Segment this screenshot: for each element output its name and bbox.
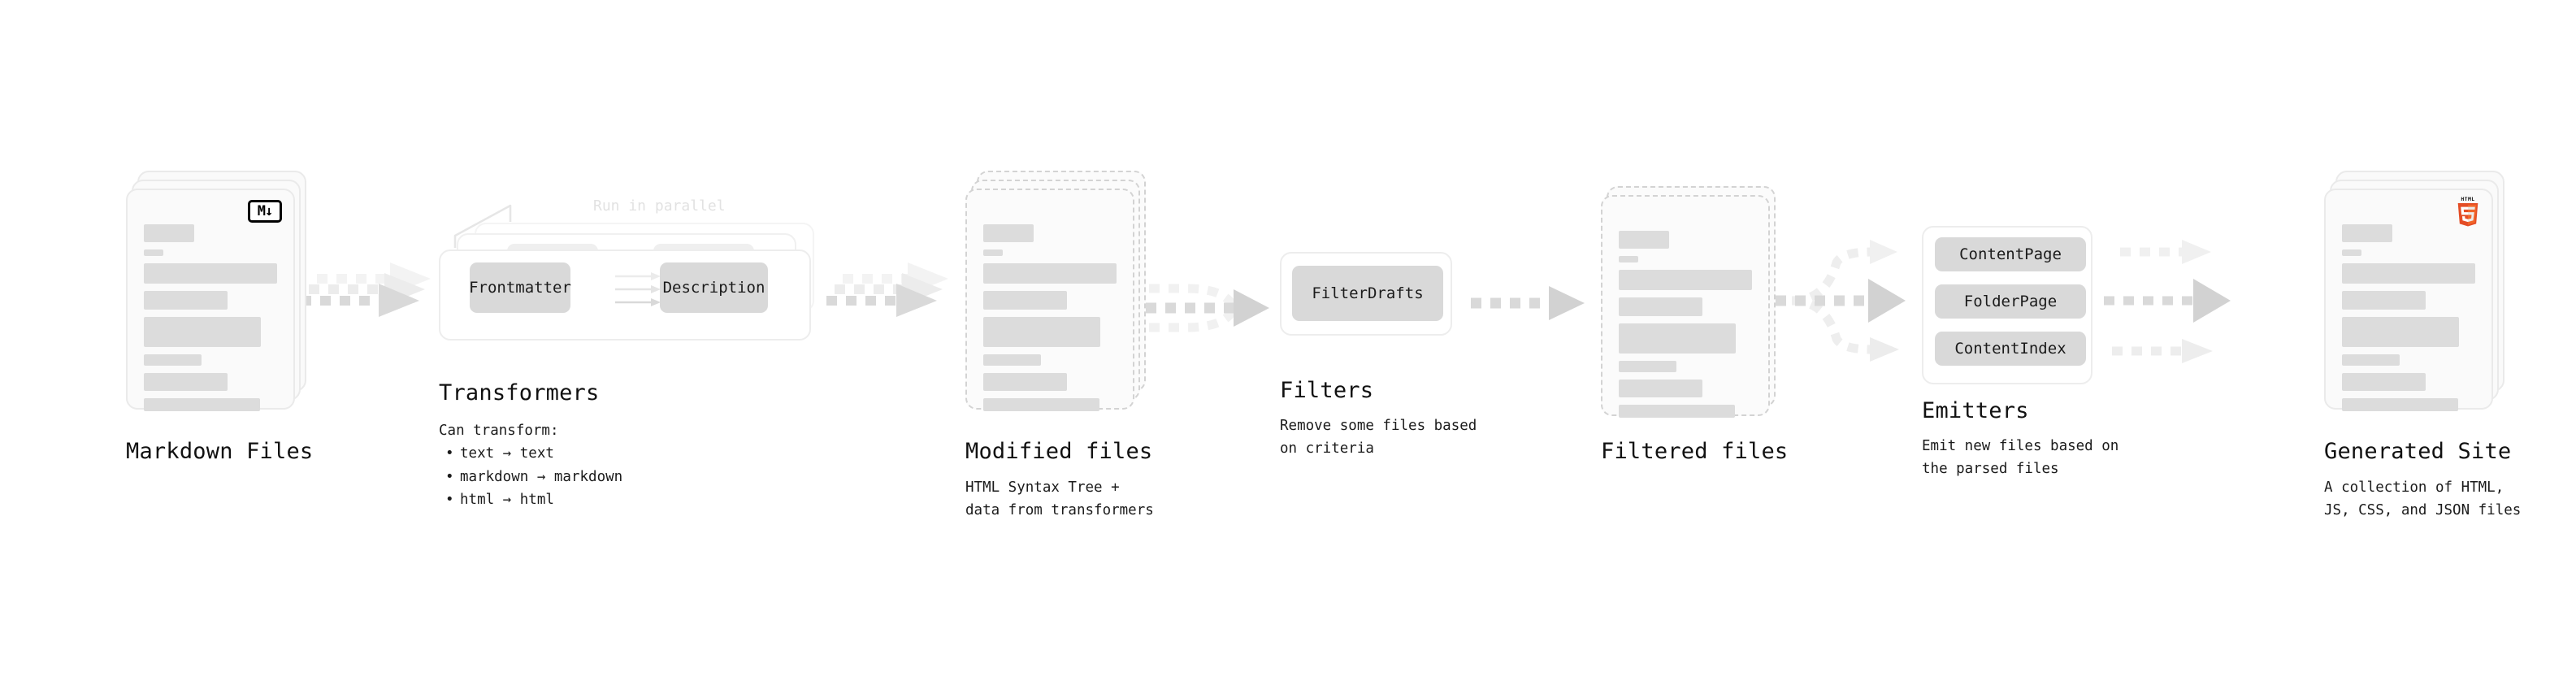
transform-list-item: text → text xyxy=(439,442,622,465)
placeholder-bar xyxy=(144,317,262,347)
transform-list-item: html → html xyxy=(439,488,622,511)
caption-lead: Can transform: xyxy=(439,423,559,439)
placeholder-bar xyxy=(144,224,194,242)
transformers-caption: Can transform: text → text markdown → ma… xyxy=(439,419,622,511)
run-in-parallel-label: Run in parallel xyxy=(593,197,726,215)
placeholder-bar xyxy=(983,249,1003,256)
placeholder-bar xyxy=(144,249,163,256)
connector-emitters-to-generated-site xyxy=(2101,232,2255,386)
generated-site-file-stack: CSS HTML xyxy=(2324,171,2511,424)
stage-filtered-files: Filtered files xyxy=(1585,0,1893,681)
stage-markdown-files: M↓ M↓ M↓ xyxy=(0,0,325,681)
emitter-chip-contentpage[interactable]: ContentPage xyxy=(1935,237,2086,271)
stage-title-markdown-files: Markdown Files xyxy=(126,439,314,464)
placeholder-bar xyxy=(1619,270,1752,290)
markdown-file-stack: M↓ M↓ M↓ xyxy=(126,171,313,424)
placeholder-bar xyxy=(2342,291,2426,310)
placeholder-bar xyxy=(2342,398,2458,411)
connector-transformers-to-modified-files xyxy=(817,258,967,356)
document-placeholder-lines xyxy=(983,224,1117,419)
placeholder-bar xyxy=(2342,249,2361,256)
document-card-front xyxy=(1601,195,1770,418)
placeholder-bar xyxy=(1619,231,1669,249)
placeholder-bar xyxy=(144,373,228,391)
placeholder-bar xyxy=(144,291,228,310)
placeholder-bar xyxy=(983,398,1099,411)
document-card-front: M↓ xyxy=(126,189,295,411)
connector-modified-files-to-filters xyxy=(1138,268,1284,358)
filtered-file-stack xyxy=(1601,186,1788,431)
placeholder-bar xyxy=(983,354,1041,366)
stage-subtitle-generated-site: A collection of HTML, JS, CSS, and JSON … xyxy=(2324,479,2522,519)
placeholder-bar xyxy=(144,398,260,411)
stage-title-transformers: Transformers xyxy=(439,380,600,406)
placeholder-bar xyxy=(1619,380,1703,397)
emitter-chip-contentindex[interactable]: ContentIndex xyxy=(1935,332,2086,366)
stage-emitters: ContentPage FolderPage ContentIndex Emit… xyxy=(1906,0,2231,681)
placeholder-bar xyxy=(983,291,1068,310)
stage-generated-site: CSS HTML xyxy=(2227,0,2576,681)
document-card-front xyxy=(965,189,1134,411)
modified-file-stack xyxy=(965,171,1152,424)
document-placeholder-lines xyxy=(2342,224,2475,419)
stage-modified-files: Modified files HTML Syntax Tree + data f… xyxy=(959,0,1284,681)
connector-filters-to-filtered-files xyxy=(1463,276,1601,349)
placeholder-bar xyxy=(2342,354,2400,366)
svg-text:HTML: HTML xyxy=(2461,196,2474,202)
placeholder-bar xyxy=(983,373,1068,391)
placeholder-bar xyxy=(2342,373,2426,391)
stage-title-generated-site: Generated Site xyxy=(2324,439,2512,464)
stage-subtitle-filters: Remove some files based on criteria xyxy=(1280,418,1477,458)
placeholder-bar xyxy=(1619,323,1737,354)
stage-subtitle-emitters: Emit new files based on the parsed files xyxy=(1922,438,2119,478)
placeholder-bar xyxy=(983,224,1034,242)
stage-title-modified-files: Modified files xyxy=(965,439,1153,464)
html5-icon: HTML xyxy=(2454,195,2482,228)
placeholder-bar xyxy=(1619,256,1638,262)
placeholder-bar xyxy=(983,263,1117,284)
transformer-chip-description[interactable]: Description xyxy=(660,262,768,313)
stage-filters: FilterDrafts Filters Remove some files b… xyxy=(1280,0,1589,681)
placeholder-bar xyxy=(2342,263,2475,284)
run-in-parallel-bracket xyxy=(453,199,559,252)
transform-list-item: markdown → markdown xyxy=(439,466,622,488)
placeholder-bar xyxy=(1619,405,1735,418)
document-placeholder-lines xyxy=(144,224,277,419)
placeholder-bar xyxy=(2342,317,2460,347)
placeholder-bar xyxy=(1619,297,1703,316)
emitter-chip-folderpage[interactable]: FolderPage xyxy=(1935,284,2086,319)
transformer-inner-arrows xyxy=(614,271,670,315)
connector-filtered-files-to-emitters xyxy=(1776,232,1930,386)
placeholder-bar xyxy=(144,354,202,366)
placeholder-bar xyxy=(983,317,1101,347)
placeholder-bar xyxy=(2342,224,2392,242)
stage-transformers: Run in parallel Frontmatter xyxy=(439,0,829,681)
document-placeholder-lines xyxy=(1619,231,1752,425)
stage-subtitle-modified-files: HTML Syntax Tree + data from transformer… xyxy=(965,479,1154,519)
stage-title-filters: Filters xyxy=(1280,378,1374,403)
connector-markdown-to-transformers xyxy=(301,258,455,356)
document-card-front: HTML xyxy=(2324,189,2493,411)
transform-list: text → text markdown → markdown html → h… xyxy=(439,442,622,511)
markdown-icon: M↓ xyxy=(248,200,282,223)
placeholder-bar xyxy=(1619,361,1676,372)
placeholder-bar xyxy=(144,263,277,284)
transformer-chip-frontmatter[interactable]: Frontmatter xyxy=(469,262,571,313)
filter-chip-filterdrafts[interactable]: FilterDrafts xyxy=(1292,266,1443,321)
stage-title-emitters: Emitters xyxy=(1922,398,2029,423)
stage-title-filtered-files: Filtered files xyxy=(1601,439,1789,464)
